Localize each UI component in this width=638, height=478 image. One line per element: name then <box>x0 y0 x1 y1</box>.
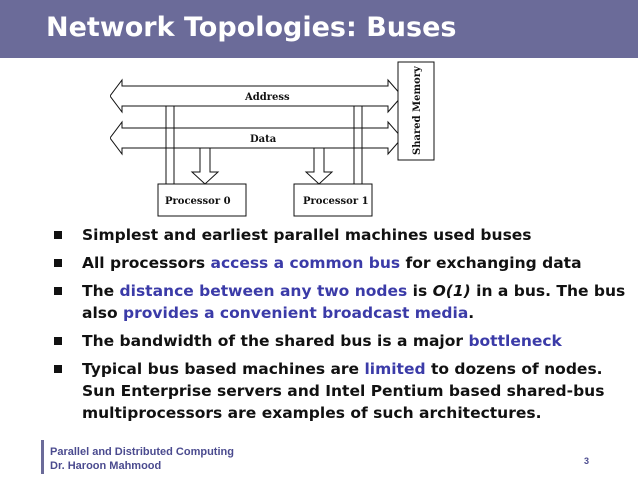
address-label: Address <box>244 92 290 103</box>
bullet-text-run: limited <box>364 360 426 378</box>
bullet-text-run: access a common bus <box>210 254 401 272</box>
bullet-item: The distance between any two nodes is O(… <box>48 280 628 324</box>
slide-title: Network Topologies: Buses <box>46 12 457 43</box>
bullet-item: All processors access a common bus for e… <box>48 252 628 274</box>
bullet-text-run: to dozens of nodes. Sun Enterprise serve… <box>82 360 605 422</box>
shared-memory-label: Shared Memory <box>412 65 423 155</box>
bullet-text-run: for exchanging data <box>400 254 582 272</box>
bullet-text-run: . <box>468 304 475 322</box>
processor-1-label: Processor 1 <box>303 196 369 207</box>
title-bar: Network Topologies: Buses <box>0 0 638 58</box>
footer-accent-bar <box>41 440 44 474</box>
bullet-item: Simplest and earliest parallel machines … <box>48 224 628 246</box>
bullet-text-run: in a bus. The bus also <box>82 282 626 322</box>
bullet-text-run: Typical bus based machines are <box>82 360 365 378</box>
bullet-square-icon <box>54 287 62 295</box>
bullet-item: Typical bus based machines are limited t… <box>48 358 628 424</box>
bullet-text-run: Simplest and earliest parallel machines … <box>82 226 532 244</box>
processor-0-data-arrow <box>190 147 220 185</box>
bullet-text-run: is <box>407 282 433 300</box>
processor-1-box <box>293 183 373 217</box>
bullet-square-icon <box>54 337 62 345</box>
bullet-text-run: The bandwidth of the shared bus is a maj… <box>82 332 469 350</box>
bullet-text-run: provides a convenient broadcast media <box>123 304 469 322</box>
bullet-text-run: All processors <box>82 254 211 272</box>
shared-memory-box <box>397 61 435 161</box>
bullet-square-icon <box>54 365 62 373</box>
data-label: Data <box>250 134 277 145</box>
bullet-text-run: The <box>82 282 120 300</box>
bullet-square-icon <box>54 231 62 239</box>
bus-diagram: Address Data Shared Memory Processor 0 P… <box>110 61 435 217</box>
processor-0-label: Processor 0 <box>165 196 231 207</box>
bullet-square-icon <box>54 259 62 267</box>
processor-0-box <box>157 183 247 217</box>
bullet-text-run: O(1) <box>432 282 471 300</box>
page-number: 3 <box>584 456 590 466</box>
bullet-item: The bandwidth of the shared bus is a maj… <box>48 330 628 352</box>
footer-course: Parallel and Distributed Computing <box>50 446 234 458</box>
processor-1-data-arrow <box>304 147 334 185</box>
bullet-list: Simplest and earliest parallel machines … <box>48 224 628 430</box>
footer-author: Dr. Haroon Mahmood <box>50 460 162 472</box>
bullet-text-run: bottleneck <box>468 332 562 350</box>
bullet-text-run: distance between any two nodes <box>119 282 408 300</box>
